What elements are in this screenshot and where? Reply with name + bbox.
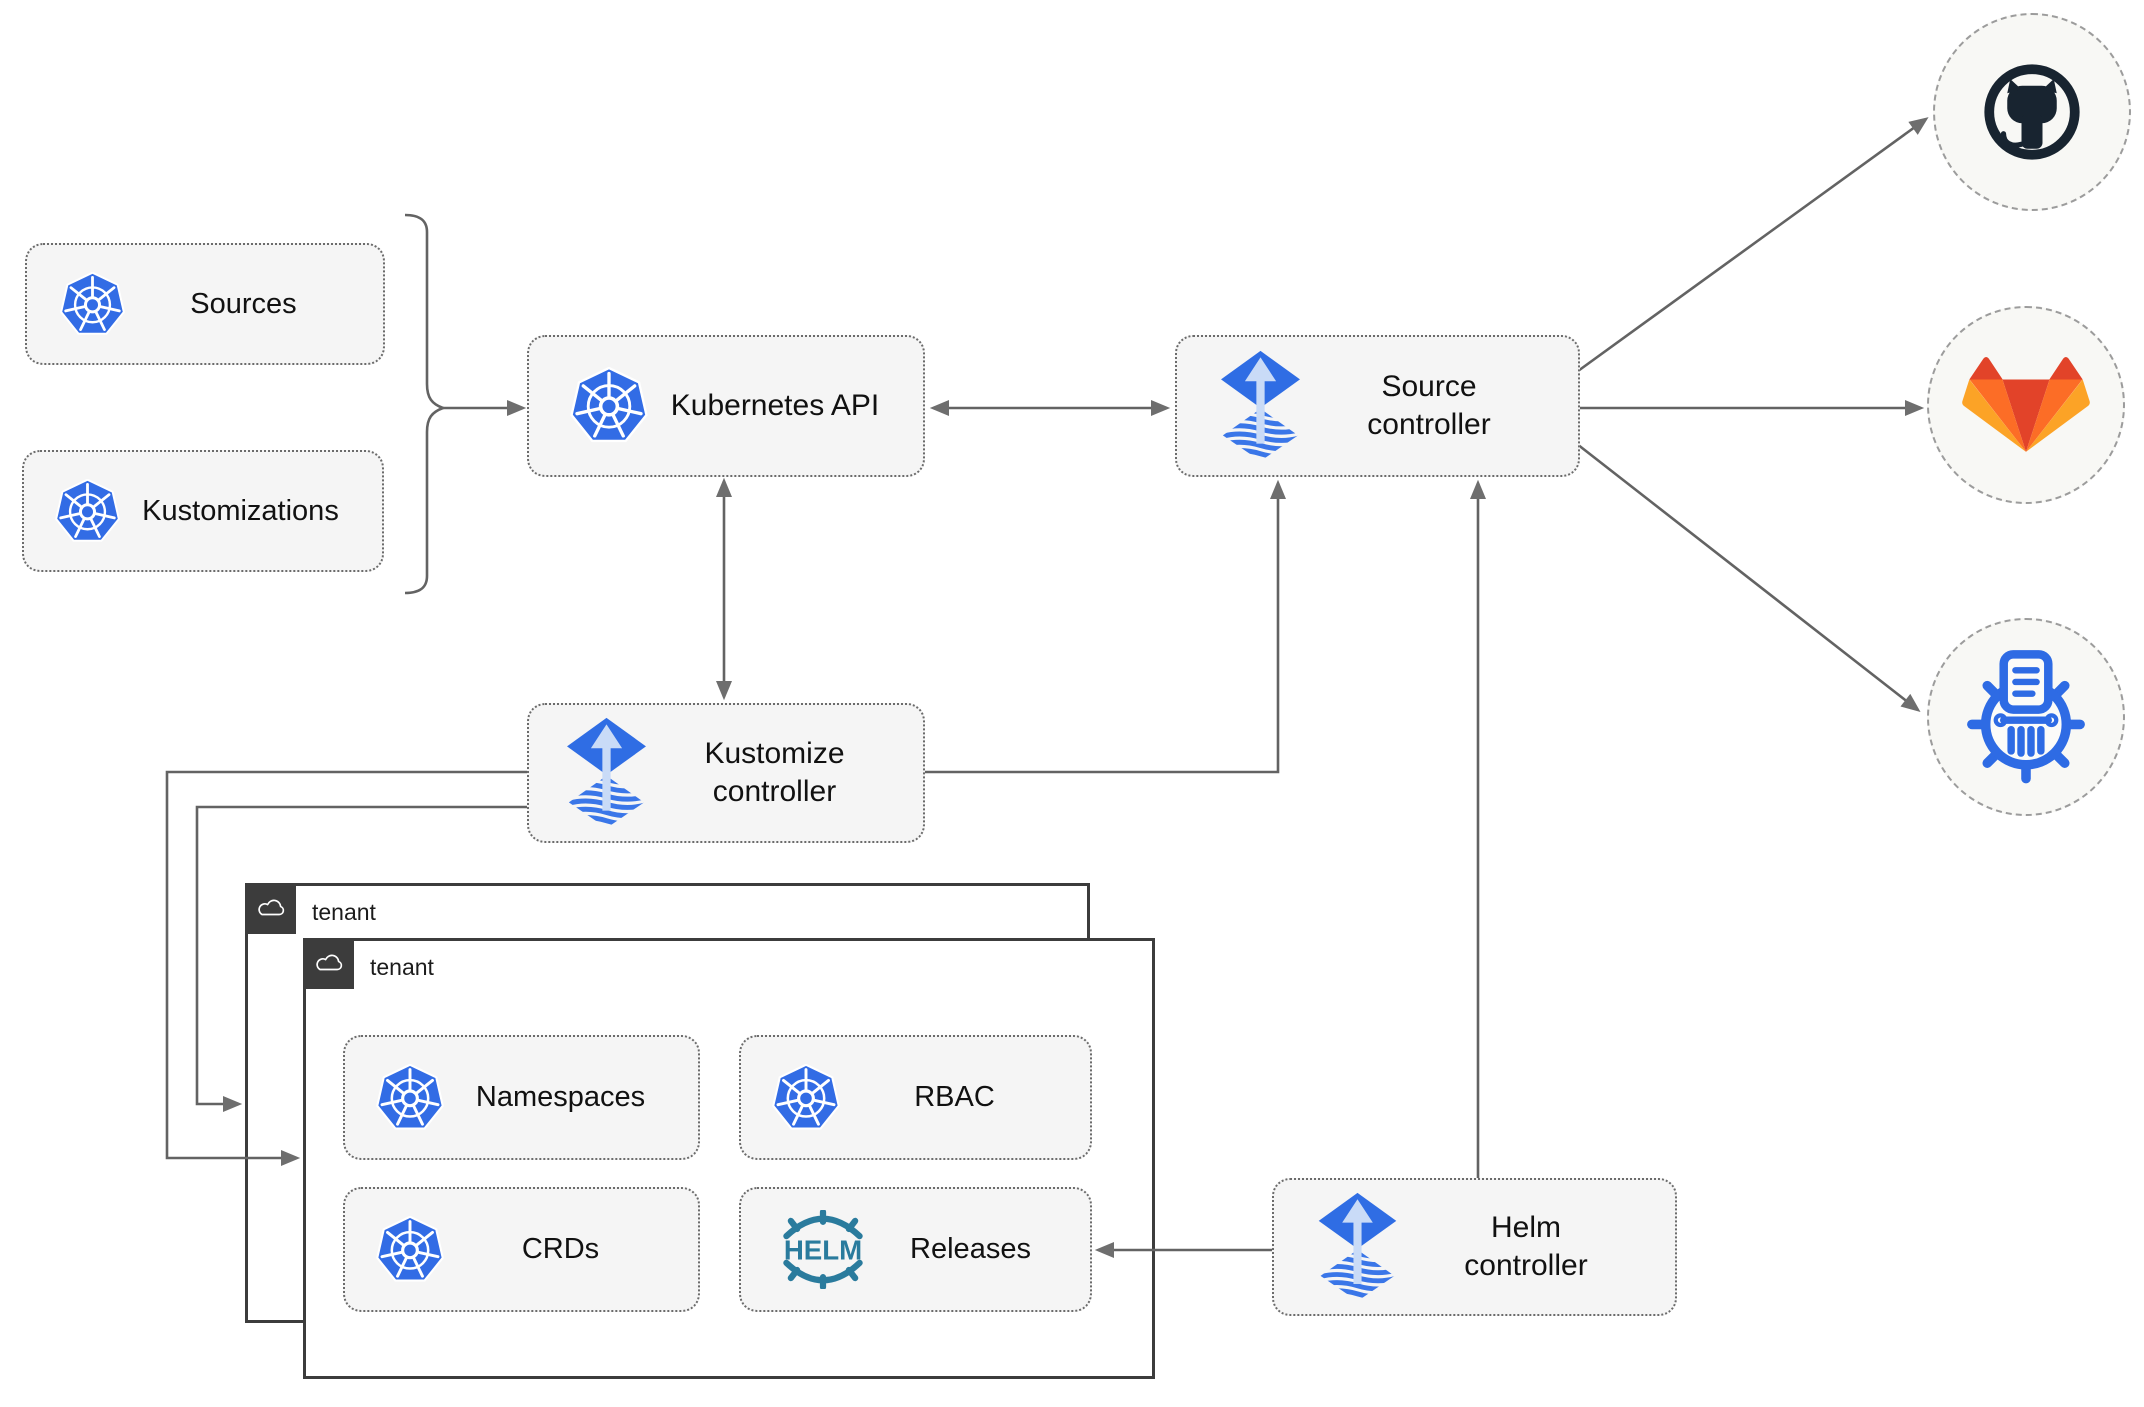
gitlab-icon: [1962, 357, 2090, 454]
flux-icon: [1219, 350, 1302, 462]
releases-node: HELM Releases: [739, 1187, 1092, 1312]
gitlab-endpoint: [1927, 306, 2125, 504]
kustomizations-label: Kustomizations: [142, 494, 339, 527]
kubernetes-icon: [59, 272, 126, 337]
crds-node: CRDs: [343, 1187, 700, 1312]
tenant-front-header: [303, 938, 354, 989]
namespaces-node: Namespaces: [343, 1035, 700, 1160]
namespaces-label: Namespaces: [475, 1081, 646, 1114]
sources-label: Sources: [190, 287, 297, 320]
kubernetes-icon: [771, 1064, 841, 1132]
cloud-icon: [256, 897, 286, 920]
github-endpoint: [1933, 13, 2131, 211]
sources-node: Sources: [25, 243, 385, 365]
flux-icon: [565, 717, 648, 829]
kubernetes-icon: [375, 1216, 445, 1284]
source-controller-label: Source controller: [1367, 369, 1491, 441]
tenant-back-label: tenant: [312, 899, 376, 925]
kustomizations-node: Kustomizations: [22, 450, 384, 572]
cloud-icon: [314, 952, 344, 975]
kustomize-controller-node: Kustomize controller: [527, 703, 925, 843]
source-controller-node: Source controller: [1175, 335, 1580, 477]
rbac-node: RBAC: [739, 1035, 1092, 1160]
crds-label: CRDs: [521, 1233, 600, 1266]
edge-source-controller-to-chart-repo: [1576, 442, 1921, 712]
rbac-label: RBAC: [914, 1081, 995, 1114]
helm-icon: HELM: [773, 1210, 873, 1289]
releases-label: Releases: [910, 1233, 1031, 1266]
chart-repository-endpoint: [1927, 618, 2125, 816]
helm-controller-node: Helm controller: [1272, 1178, 1677, 1316]
helm-logo-text: HELM: [784, 1234, 862, 1265]
helm-controller-label: Helm controller: [1464, 1210, 1588, 1282]
brace-sources-group: [404, 213, 447, 595]
chart-repository-icon: [1957, 648, 2095, 786]
tenant-back-header: [245, 883, 296, 934]
github-icon: [1957, 37, 2107, 187]
kubernetes-api-node: Kubernetes API: [527, 335, 925, 477]
kubernetes-icon: [375, 1064, 445, 1132]
tenant-front-label: tenant: [370, 954, 434, 980]
kubernetes-icon: [54, 479, 121, 544]
kubernetes-api-label: Kubernetes API: [670, 388, 880, 422]
kustomize-controller-label: Kustomize controller: [704, 736, 845, 808]
edge-kustomize-to-source-controller: [925, 479, 1286, 774]
edge-source-controller-to-github: [1577, 117, 1929, 373]
flux-icon: [1316, 1192, 1399, 1302]
kubernetes-icon: [569, 367, 649, 445]
